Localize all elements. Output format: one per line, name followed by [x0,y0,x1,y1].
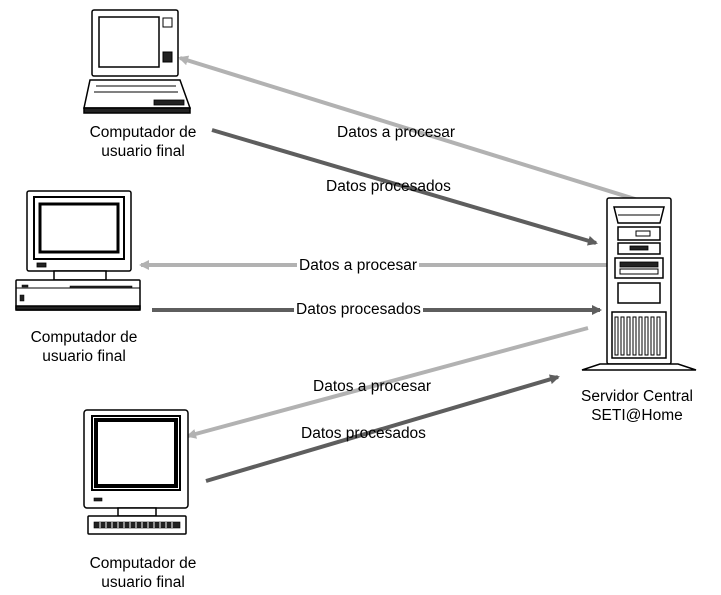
arrow-terminal-in [186,326,589,439]
desktop-icon [15,190,141,311]
server-label-line1: Servidor Central [581,388,693,405]
server-label: Servidor Central SETI@Home [581,387,693,425]
flow-label-laptop-in: Datos a procesar [337,124,456,141]
server-label-line2: SETI@Home [591,407,683,424]
arrow-laptop-in [178,55,639,202]
terminal-label-line1: Computador de [89,555,197,572]
server-icon [581,197,697,371]
desktop-label-line2: usuario final [42,348,126,365]
flow-label-terminal-in: Datos a procesar [313,378,432,395]
arrow-laptop-out [211,128,598,246]
laptop-label-line2: usuario final [101,143,185,160]
terminal-label-line2: usuario final [101,574,185,591]
laptop-label: Computador de usuario final [90,123,197,161]
flow-label-desktop-out: Datos procesados [294,300,423,319]
laptop-icon [83,9,192,114]
desktop-label-line1: Computador de [30,329,138,346]
laptop-label-line1: Computador de [89,124,197,141]
flow-label-laptop-out: Datos procesados [326,178,451,195]
terminal-icon [83,409,189,535]
terminal-label: Computador de usuario final [90,554,197,592]
flow-label-terminal-out: Datos procesados [301,425,426,442]
flow-label-desktop-in: Datos a procesar [297,256,420,275]
arrow-terminal-out [205,374,560,483]
desktop-label: Computador de usuario final [31,328,138,366]
